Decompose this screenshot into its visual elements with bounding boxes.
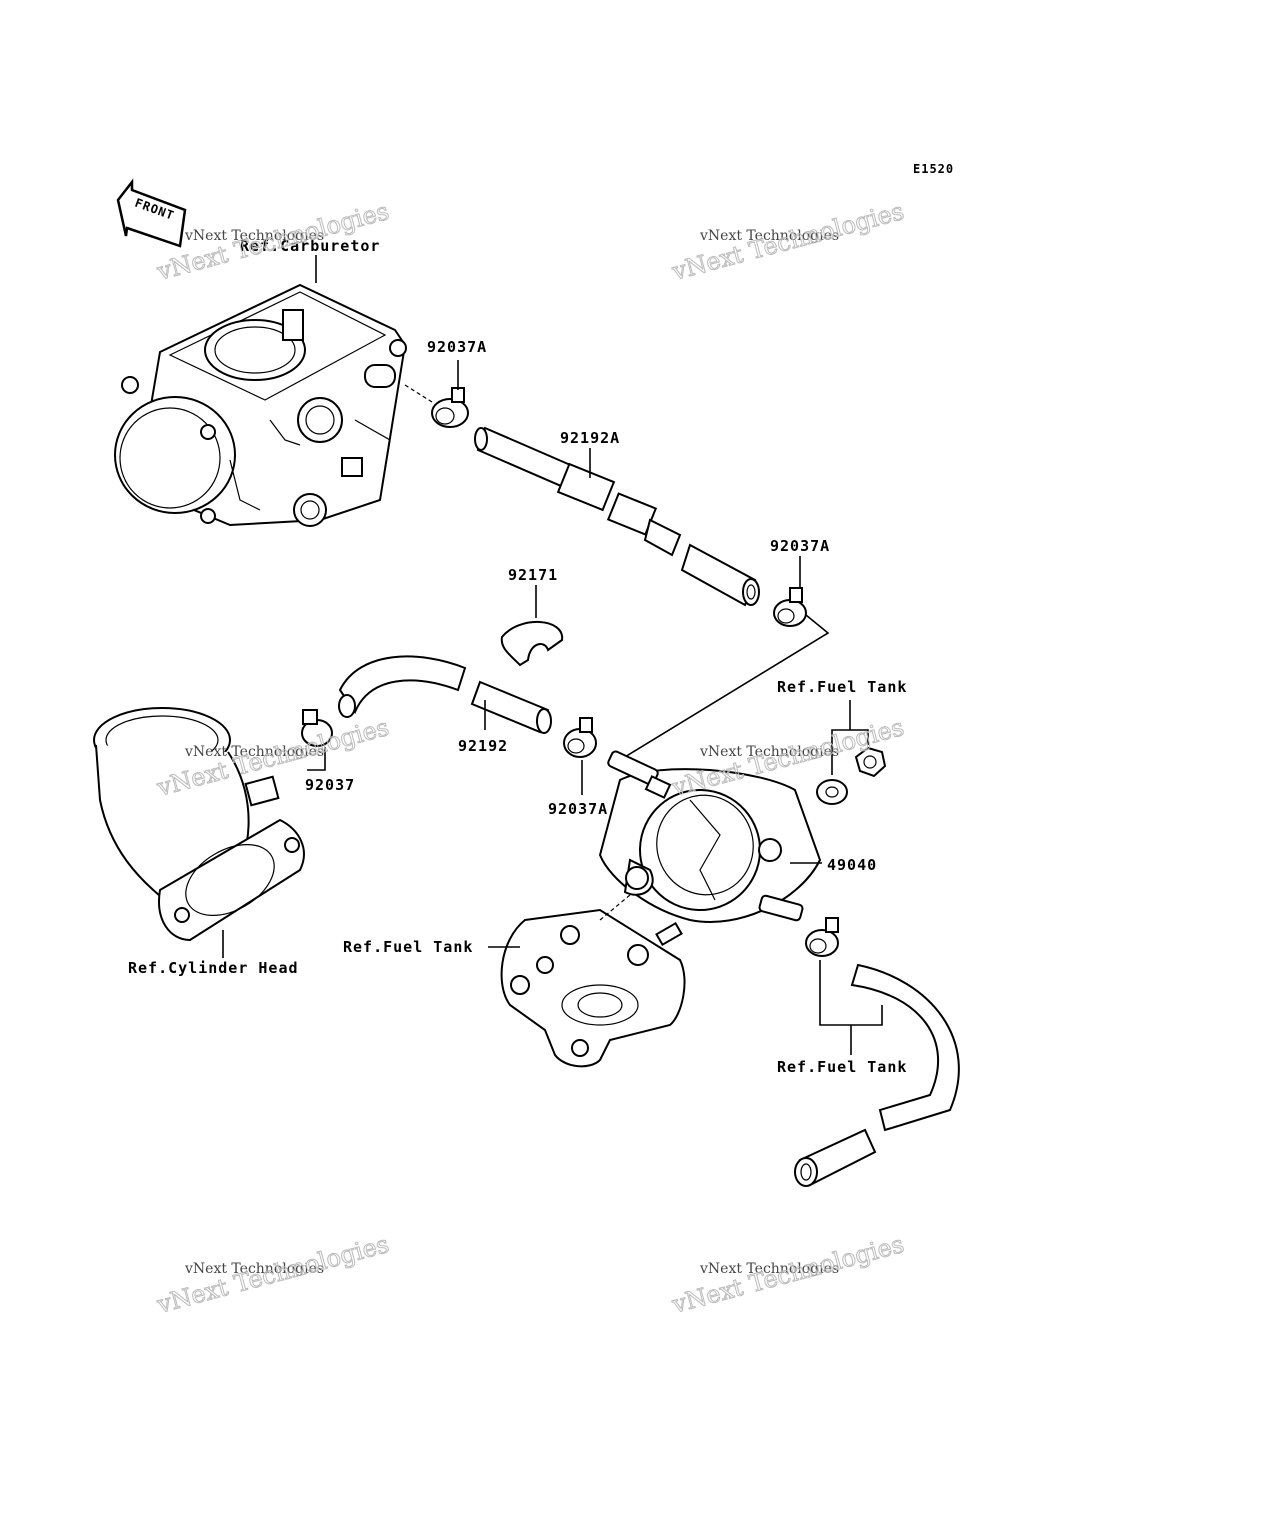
watermark-top-right: vNext Technologies vNext Technologies — [668, 197, 907, 287]
label-hose-top: 92192A — [560, 429, 620, 447]
watermark-bottom-right: vNext Technologies vNext Technologies — [668, 1230, 907, 1320]
label-clamp-top: 92037A — [427, 338, 487, 356]
hose-bottom-illustration — [794, 963, 960, 1187]
watermark-line1: vNext Technologies — [699, 744, 839, 760]
leader-clamp-left — [307, 747, 326, 771]
label-clip: 92171 — [508, 566, 558, 584]
watermark-line1: vNext Technologies — [699, 228, 839, 244]
clamp-top-illustration — [431, 387, 469, 428]
clip-illustration — [500, 621, 564, 667]
label-clamp-mid: 92037A — [548, 800, 608, 818]
hidden-line-carb — [404, 384, 433, 403]
label-ref-fuel-tank-bottom: Ref.Fuel Tank — [777, 1058, 907, 1076]
intake-pipe-illustration — [93, 707, 305, 942]
label-ref-carburetor: Ref.Carburetor — [240, 237, 380, 255]
clamp-left-illustration — [301, 709, 333, 747]
label-clamp-left: 92037 — [305, 776, 355, 794]
clamp-bottom-illustration — [805, 917, 839, 957]
label-ref-cylinder-head: Ref.Cylinder Head — [128, 959, 299, 977]
watermark-bottom-left: vNext Technologies vNext Technologies — [153, 1230, 392, 1320]
label-fuel-cock: 49040 — [827, 856, 877, 874]
clamp-right-illustration — [773, 587, 807, 627]
hose-mid-illustration — [338, 655, 552, 734]
fuel-cock-illustration — [598, 750, 822, 923]
washer-nut-illustration — [816, 746, 887, 805]
label-ref-fuel-tank-left: Ref.Fuel Tank — [343, 938, 473, 956]
diagram-code: E1520 — [913, 162, 954, 176]
hose-top-illustration — [474, 426, 760, 607]
label-ref-fuel-tank-nut: Ref.Fuel Tank — [777, 678, 907, 696]
label-clamp-right: 92037A — [770, 537, 830, 555]
fuel-tank-bracket-illustration — [500, 894, 686, 1068]
clamp-mid-illustration — [563, 717, 597, 758]
watermark-line1: vNext Technologies — [699, 1261, 839, 1277]
watermark-line1: vNext Technologies — [184, 228, 324, 244]
front-arrow-icon: FRONT — [116, 178, 187, 248]
watermark-line1: vNext Technologies — [184, 1261, 324, 1277]
watermark-line1: vNext Technologies — [184, 744, 324, 760]
carburetor-illustration — [114, 283, 407, 527]
label-hose-mid: 92192 — [458, 737, 508, 755]
